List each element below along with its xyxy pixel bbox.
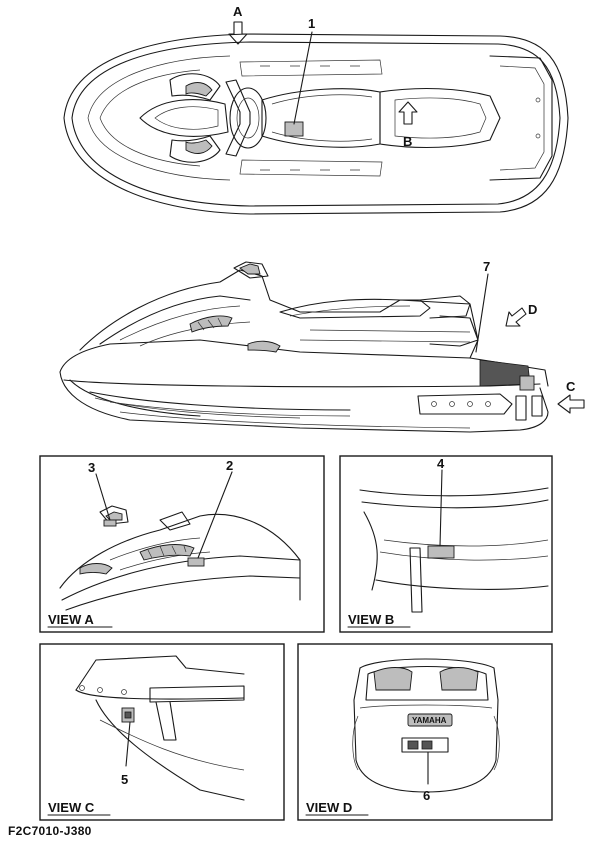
view-b-panel: 4 VIEW B [339,455,553,633]
callout-number-4: 4 [437,456,445,471]
arrow-label-c: C [566,379,576,394]
callout-number-7: 7 [483,259,490,274]
callout-number-1: 1 [308,16,315,31]
view-a-panel: 2 3 VIEW A [39,455,325,633]
callout-number-2: 2 [226,458,233,473]
figure-code: F2C7010-J380 [8,824,92,838]
view-arrow-a: A [228,4,248,45]
yamaha-logo-plate: YAMAHA [412,716,447,725]
view-c-panel: 5 VIEW C [39,643,285,821]
callout-number-6: 6 [423,788,430,803]
callout-number-3: 3 [88,460,95,475]
arrow-label-b: B [403,134,412,149]
view-b-label: VIEW B [348,612,394,627]
side-view-watercraft [59,261,549,433]
view-a-label: VIEW A [48,612,94,627]
view-d-panel: YAMAHA 6 VIEW D [297,643,553,821]
view-c-label: VIEW C [48,800,95,815]
view-arrow-b: B [398,101,418,149]
view-d-label: VIEW D [306,800,352,815]
callout-7: 7 [475,259,490,353]
top-view-watercraft [63,33,569,215]
callout-number-5: 5 [121,772,128,787]
view-arrow-c: C [557,379,585,414]
arrow-label-d: D [528,302,537,317]
view-arrow-d: D [505,302,537,327]
arrow-label-a: A [233,4,243,19]
callout-1: 1 [293,16,315,125]
